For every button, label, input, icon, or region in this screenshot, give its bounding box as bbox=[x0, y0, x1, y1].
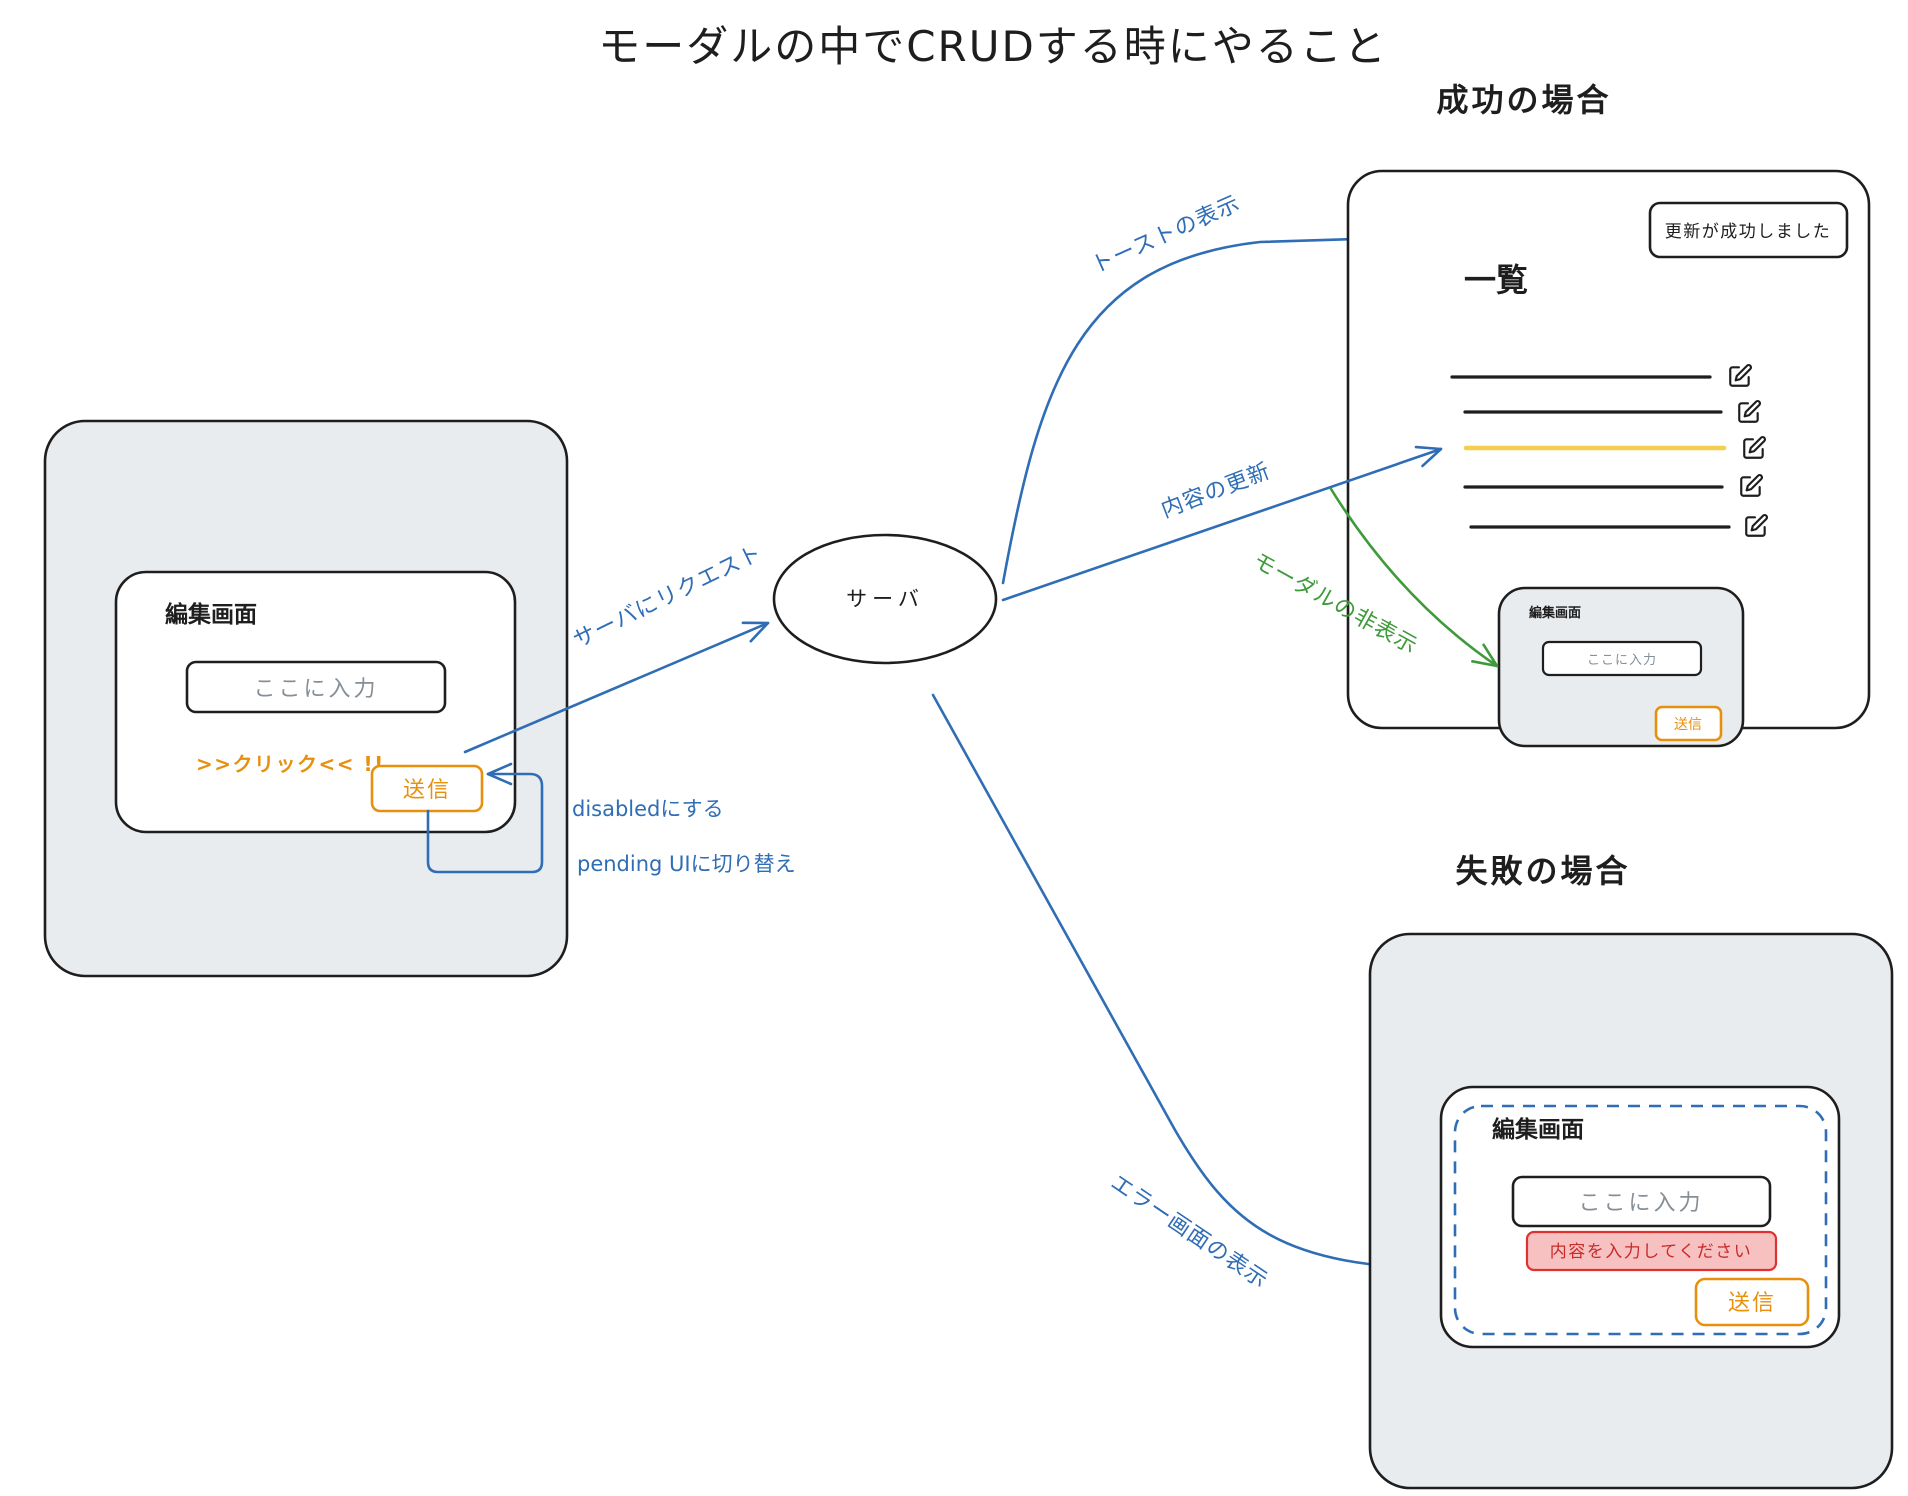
client-screen: 編集画面 ここに入力 >>クリック<< !! 送信 bbox=[43, 419, 569, 978]
failure-input-field bbox=[1511, 1175, 1772, 1228]
failure-submit-label: 送信 bbox=[1728, 1291, 1776, 1316]
item-list bbox=[1450, 363, 1769, 537]
hide-modal-arrow bbox=[1329, 487, 1499, 668]
failure-modal-title: 編集画面 bbox=[1492, 1116, 1584, 1143]
toast-message: 更新が成功しました bbox=[1665, 222, 1832, 242]
client-submit-label: 送信 bbox=[403, 778, 451, 803]
diagram-title: モーダルの中でCRUDする時にやること bbox=[598, 22, 1388, 71]
success-heading: 成功の場合 bbox=[1436, 81, 1611, 119]
error-label: エラー画面の表示 bbox=[1106, 1170, 1273, 1294]
client-input-placeholder: ここに入力 bbox=[253, 677, 378, 702]
success-modal-input-placeholder: ここに入力 bbox=[1587, 653, 1657, 668]
success-modal-title: 編集画面 bbox=[1529, 605, 1581, 621]
toast-arrow bbox=[1001, 219, 1645, 585]
pending-loop-arrow bbox=[426, 762, 544, 874]
failure-edit-modal: 編集画面 ここに入力 内容を入力してください 送信 bbox=[1439, 1085, 1841, 1349]
client-edit-modal: 編集画面 ここに入力 >>クリック<< !! 送信 bbox=[114, 570, 517, 834]
error-message-box bbox=[1525, 1230, 1778, 1272]
toast-frame bbox=[1648, 201, 1849, 259]
failure-input-placeholder: ここに入力 bbox=[1578, 1191, 1703, 1216]
click-hint: >>クリック<< !! bbox=[196, 752, 385, 776]
client-input-field bbox=[185, 660, 447, 714]
error-message: 内容を入力してください bbox=[1550, 1242, 1752, 1262]
success-modal-input bbox=[1541, 640, 1703, 677]
server-ellipse bbox=[772, 533, 998, 665]
success-screen: 更新が成功しました 一覧 編集画面 ここに入力 送信 bbox=[1346, 169, 1871, 748]
success-toast: 更新が成功しました bbox=[1648, 201, 1849, 259]
server-label: サーバ bbox=[846, 587, 924, 611]
failure-submit-button bbox=[1694, 1277, 1810, 1327]
disabled-label: disabledにする bbox=[572, 797, 724, 821]
failure-heading: 失敗の場合 bbox=[1455, 852, 1630, 890]
list-title: 一覧 bbox=[1464, 261, 1528, 299]
server-node: サーバ bbox=[772, 533, 998, 665]
pending-label: pending UIに切り替え bbox=[577, 852, 796, 876]
success-hidden-modal: 編集画面 ここに入力 送信 bbox=[1497, 586, 1745, 748]
update-arrow bbox=[1001, 445, 1443, 602]
request-arrow bbox=[463, 621, 770, 754]
error-highlight-outline bbox=[1453, 1104, 1828, 1336]
success-modal-submit-label: 送信 bbox=[1674, 717, 1702, 733]
failure-screen: 編集画面 ここに入力 内容を入力してください 送信 bbox=[1368, 932, 1894, 1490]
client-modal-title: 編集画面 bbox=[165, 601, 257, 628]
success-modal-submit-button bbox=[1654, 705, 1723, 742]
